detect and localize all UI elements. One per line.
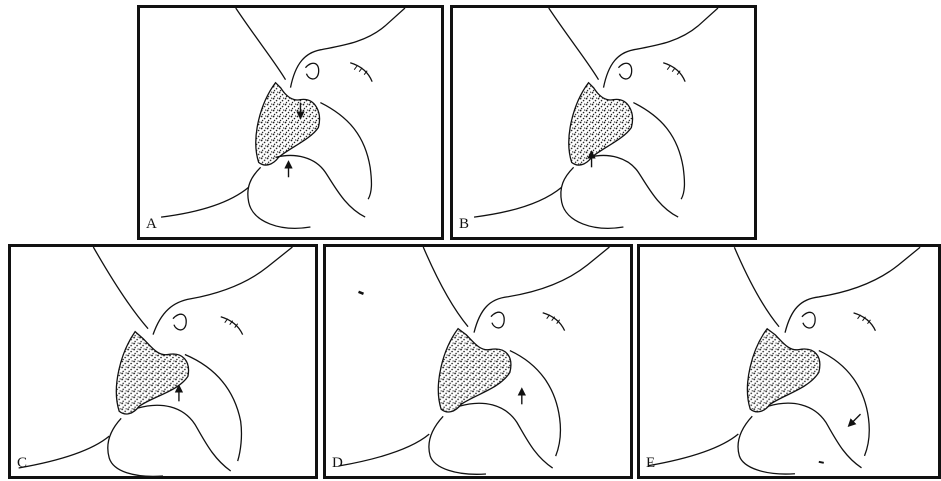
panel-e: E xyxy=(637,244,941,479)
breastfeeding-illustration-d xyxy=(326,247,630,476)
panel-label: D xyxy=(332,455,343,472)
panel-label: B xyxy=(459,216,469,233)
panel-label: A xyxy=(146,216,157,233)
panel-label: E xyxy=(646,455,655,472)
breastfeeding-illustration-b xyxy=(453,8,754,237)
panel-c: C xyxy=(8,244,318,479)
panel-d: D xyxy=(323,244,633,479)
breastfeeding-illustration-a xyxy=(140,8,441,237)
panel-a: A xyxy=(137,5,444,240)
panel-label: C xyxy=(17,455,27,472)
breastfeeding-illustration-e xyxy=(640,247,938,476)
panel-b: B xyxy=(450,5,757,240)
breastfeeding-illustration-c xyxy=(11,247,315,476)
